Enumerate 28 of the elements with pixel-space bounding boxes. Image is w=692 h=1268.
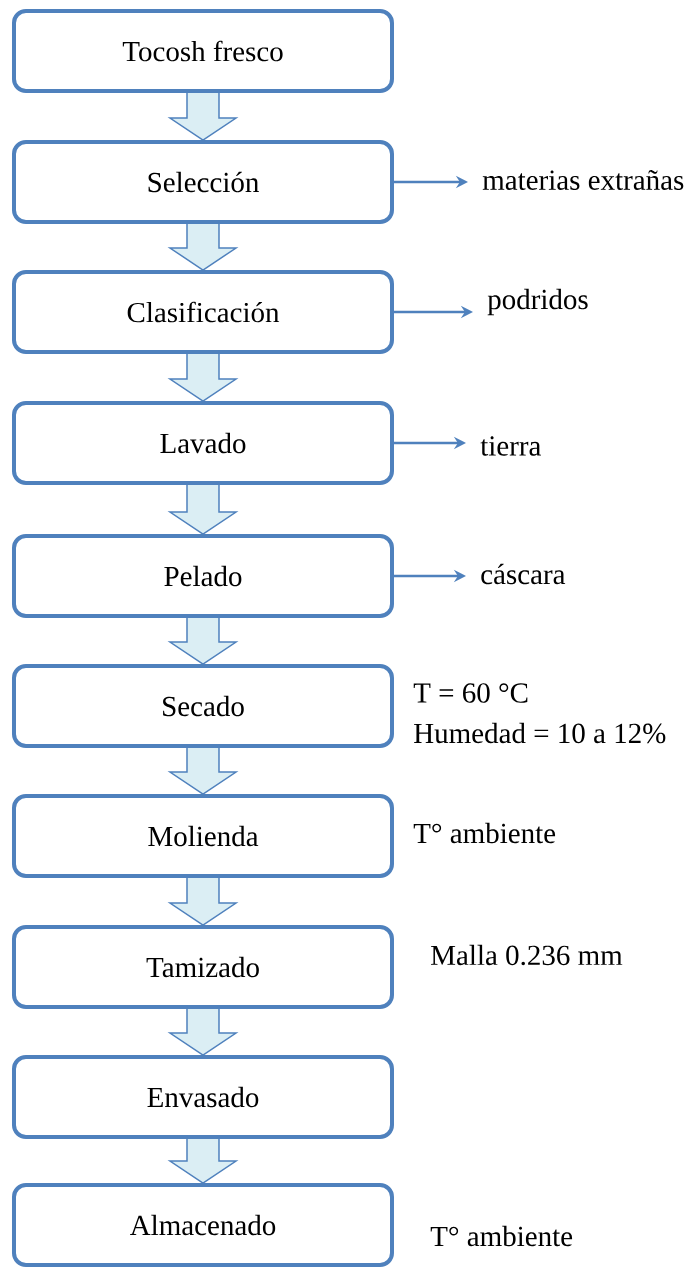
process-box: Lavado xyxy=(12,401,394,485)
process-box: Envasado xyxy=(12,1055,394,1139)
process-box: Tocosh fresco xyxy=(12,9,394,93)
block-arrow xyxy=(167,747,239,795)
process-box: Almacenado xyxy=(12,1183,394,1267)
parameter-note: T = 60 °C xyxy=(413,683,528,703)
block-arrow xyxy=(167,1138,239,1184)
process-box: Selección xyxy=(12,140,394,224)
process-box: Tamizado xyxy=(12,925,394,1009)
block-arrow xyxy=(167,484,239,535)
block-arrow xyxy=(167,617,239,665)
parameter-note: T° ambiente xyxy=(430,1225,573,1247)
block-arrow xyxy=(167,877,239,926)
output-label: materias extrañas xyxy=(482,170,684,190)
parameter-note: Humedad = 10 a 12% xyxy=(414,722,666,744)
block-arrow xyxy=(167,1008,239,1056)
output-label: cáscara xyxy=(481,563,566,585)
process-box: Pelado xyxy=(12,534,394,618)
output-label: tierra xyxy=(480,436,541,456)
process-box: Secado xyxy=(12,664,394,748)
process-box: Molienda xyxy=(12,794,394,878)
block-arrow xyxy=(167,353,239,402)
process-box: Clasificación xyxy=(12,270,394,354)
output-label: podridos xyxy=(487,288,588,316)
block-arrow xyxy=(167,223,239,271)
block-arrow xyxy=(167,92,239,141)
parameter-note: Malla 0.236 mm xyxy=(431,944,623,966)
parameter-note: T° ambiente xyxy=(413,822,556,844)
